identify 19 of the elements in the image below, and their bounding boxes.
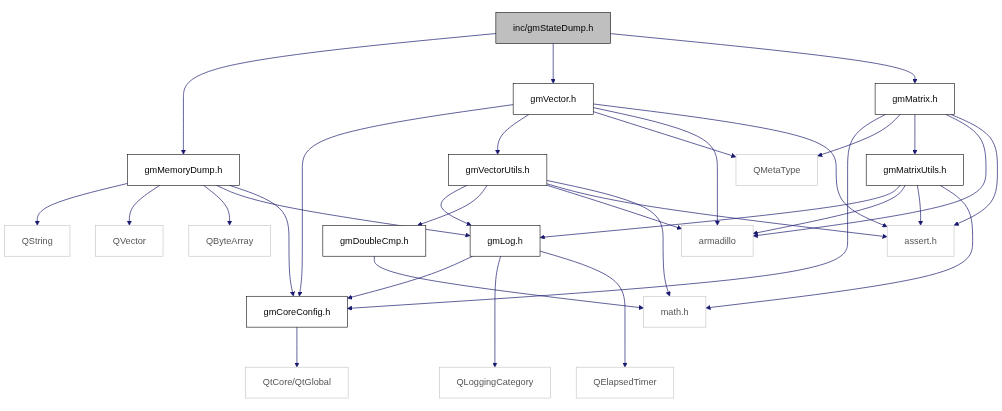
node-box: math.h [643,296,707,328]
node-box: armadillo [681,225,754,257]
node-box: QByteArray [188,225,271,257]
node-box: gmLog.h [469,225,541,257]
node-box: gmVector.h [512,83,594,115]
node-box: QElapsedTimer [575,367,675,399]
node-box: gmMatrixUtils.h [865,154,964,186]
node-box: QMetaType [735,154,818,186]
node-box: assert.h [886,225,955,257]
node-box: gmDoubleCmp.h [322,225,427,257]
node-box: inc/gmStateDump.h [495,12,611,44]
node-box: gmVectorUtils.h [448,154,548,186]
node-box: QtCore/QtGlobal [245,367,349,399]
node-box: QString [4,225,71,257]
node-box: gmMemoryDump.h [127,154,240,186]
node-box: gmCoreConfig.h [246,296,348,328]
node-box: QLoggingCategory [439,367,551,399]
node-box: gmMatrix.h [874,83,955,115]
node-box: QVector [95,225,164,257]
